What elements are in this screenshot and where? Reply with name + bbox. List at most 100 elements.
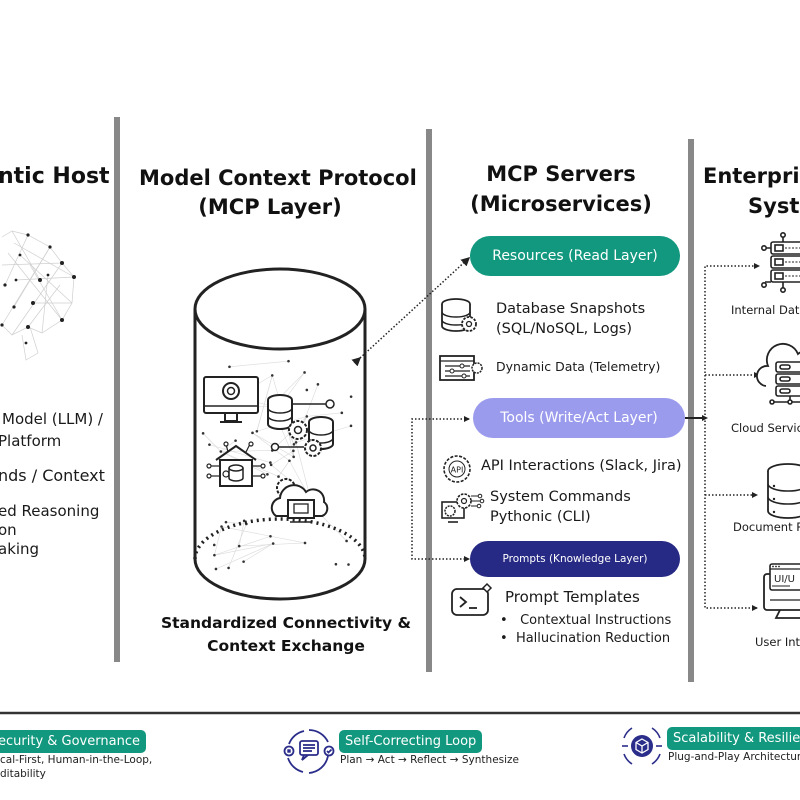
network-node bbox=[292, 449, 295, 453]
network-node bbox=[271, 542, 275, 545]
feature-security-label: ecurity & Governance bbox=[0, 730, 146, 753]
feature-security-sub1: cal-First, Human-in-the-Loop, bbox=[0, 754, 153, 766]
smart-home-database-icon bbox=[206, 441, 266, 487]
network-node bbox=[220, 525, 223, 528]
resources-item-db-line2: (SQL/NoSQL, Logs) bbox=[496, 321, 632, 337]
host-item-platform: Platform bbox=[0, 432, 62, 450]
network-node bbox=[305, 388, 309, 392]
tools-item-syscmd-line2: Pythonic (CLI) bbox=[490, 509, 591, 525]
feature-scalability-sub1: Plug-and-Play Architectur bbox=[668, 751, 800, 763]
host-item-context: nds / Context bbox=[0, 466, 105, 485]
enterprise-item-cloud-services: Cloud Servic bbox=[731, 421, 800, 435]
prompts-pill-label: Prompts (Knowledge Layer) bbox=[502, 553, 648, 565]
feature-scalability-label: Scalability & Resilienc bbox=[667, 727, 800, 750]
prompts-pill[interactable]: Prompts (Knowledge Layer) bbox=[470, 541, 680, 577]
network-node bbox=[224, 520, 228, 524]
tools-pill[interactable]: Tools (Write/Act Layer) bbox=[473, 398, 685, 438]
divider-servers-enterprise bbox=[688, 139, 694, 682]
network-node bbox=[345, 539, 348, 543]
host-item-on: on bbox=[0, 521, 17, 539]
ui-monitor-icon-text: UI/U bbox=[774, 574, 795, 585]
network-edge bbox=[220, 440, 236, 452]
host-item-making: aking bbox=[0, 540, 40, 558]
network-node bbox=[208, 443, 211, 446]
feature-security-sub2: ditability bbox=[0, 768, 46, 780]
network-node bbox=[270, 374, 274, 377]
network-node bbox=[269, 461, 272, 464]
servers-title-line2: (Microservices) bbox=[470, 192, 652, 216]
network-edge bbox=[256, 375, 273, 432]
network-edge bbox=[214, 535, 271, 556]
network-node bbox=[349, 424, 353, 428]
network-edge bbox=[306, 412, 342, 417]
resources-pill[interactable]: Resources (Read Layer) bbox=[470, 236, 680, 276]
database-gears-icon bbox=[267, 394, 335, 457]
enterprise-item-document-repo: Document R bbox=[733, 520, 800, 534]
mcp-caption-line2: Context Exchange bbox=[207, 637, 365, 655]
network-node bbox=[340, 411, 344, 415]
network-node bbox=[266, 473, 269, 476]
prompt-bullet-contextual-text: Contextual Instructions bbox=[520, 613, 672, 628]
mcp-layer-title-line2: (MCP Layer) bbox=[198, 195, 342, 219]
network-edge bbox=[214, 526, 222, 556]
network-edge bbox=[270, 535, 306, 544]
network-node bbox=[242, 560, 245, 563]
network-edge bbox=[202, 433, 222, 452]
enterprise-title-line2: Syste bbox=[748, 194, 800, 218]
network-node bbox=[219, 450, 223, 453]
network-node bbox=[237, 544, 241, 548]
network-node bbox=[316, 383, 320, 386]
network-node bbox=[255, 429, 259, 433]
tools-pill-label: Tools (Write/Act Layer) bbox=[500, 410, 658, 426]
network-node bbox=[287, 359, 290, 363]
resources-item-db-line1: Database Snapshots bbox=[496, 301, 646, 317]
network-node bbox=[303, 371, 306, 374]
network-node bbox=[292, 443, 296, 446]
network-node bbox=[349, 395, 353, 398]
network-node bbox=[334, 562, 338, 566]
prompt-bullet-contextual: • Contextual Instructions bbox=[500, 613, 672, 628]
network-node bbox=[212, 543, 216, 547]
cloud-server-icon bbox=[756, 342, 800, 405]
network-node bbox=[347, 563, 350, 566]
network-node bbox=[227, 566, 230, 570]
network-edge bbox=[209, 444, 271, 463]
enterprise-item-internal-data: Internal Data bbox=[731, 303, 800, 317]
connector-tools-prompts-bracket bbox=[411, 418, 469, 560]
divider-mcp-servers bbox=[426, 129, 432, 672]
network-edge bbox=[287, 426, 294, 457]
database-icon bbox=[767, 463, 800, 519]
network-node bbox=[269, 463, 273, 467]
host-item-model: Model (LLM) / bbox=[2, 410, 103, 428]
network-node bbox=[288, 459, 291, 463]
divider-host-mcp bbox=[114, 117, 120, 662]
enterprise-title-line1: Enterpris bbox=[703, 164, 800, 188]
svg-text:API: API bbox=[451, 466, 464, 475]
network-node bbox=[292, 455, 295, 459]
network-node bbox=[213, 553, 216, 557]
network-edge bbox=[238, 520, 245, 547]
prompt-bullet-hallucination: • Hallucination Reduction bbox=[500, 631, 671, 646]
database-gear-icon bbox=[441, 298, 477, 332]
network-node bbox=[294, 441, 298, 444]
ui-monitor-icon: UI/U bbox=[763, 563, 800, 619]
network-edge bbox=[229, 360, 289, 368]
mcp-layer-title-line1: Model Context Protocol bbox=[139, 166, 417, 190]
brain-network-icon bbox=[0, 230, 76, 361]
terminal-prompt-icon bbox=[451, 582, 493, 616]
loop-icon bbox=[283, 729, 335, 774]
enterprise-item-user-interface: User Int bbox=[755, 635, 800, 649]
network-node bbox=[251, 431, 254, 435]
network-edge bbox=[215, 543, 274, 570]
resources-pill-label: Resources (Read Layer) bbox=[492, 248, 658, 264]
connector-enterprise-bracket bbox=[704, 265, 757, 609]
host-item-reasoning: ed Reasoning bbox=[0, 502, 100, 520]
network-edge bbox=[214, 543, 274, 556]
api-gear-icon: API bbox=[443, 455, 471, 483]
network-node bbox=[303, 541, 307, 545]
dashboard-sliders-icon bbox=[439, 355, 483, 381]
network-node bbox=[214, 567, 218, 571]
prompt-bullet-hallucination-text: Hallucination Reduction bbox=[515, 631, 671, 646]
server-rack-icon bbox=[760, 231, 800, 293]
network-node bbox=[201, 432, 205, 435]
